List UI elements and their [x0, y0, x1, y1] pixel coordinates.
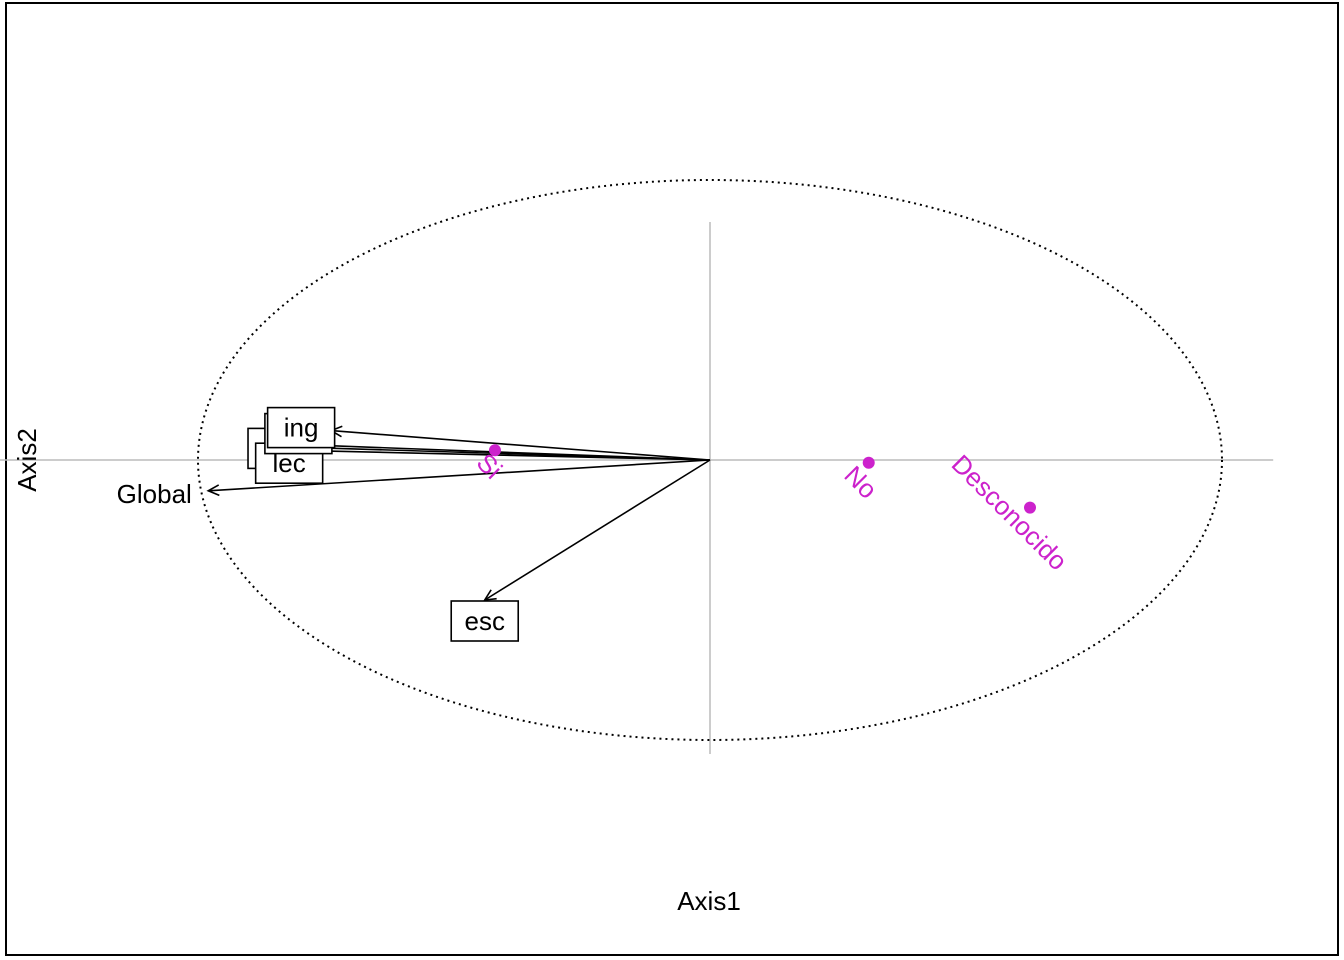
- svg-text:ing: ing: [284, 413, 319, 443]
- arrow-global: [206, 459, 711, 497]
- correlation-circle-ellipse: [197, 179, 1223, 741]
- label-esc: esc: [450, 600, 520, 642]
- correlation-circle: [197, 179, 1223, 741]
- variable-arrows: [206, 425, 711, 601]
- svg-text:Global: Global: [117, 479, 192, 509]
- y-axis-title: Axis2: [12, 428, 42, 492]
- label-global: Global: [117, 479, 192, 509]
- origin-axes: [0, 222, 1274, 754]
- label-ing: ing: [266, 406, 336, 449]
- svg-text:esc: esc: [464, 606, 504, 636]
- plot-border: [5, 2, 1339, 956]
- x-axis-title: Axis1: [677, 886, 741, 916]
- arrow-esc: [483, 459, 711, 601]
- variable-labels: ntilecciuingescGlobal: [117, 406, 520, 642]
